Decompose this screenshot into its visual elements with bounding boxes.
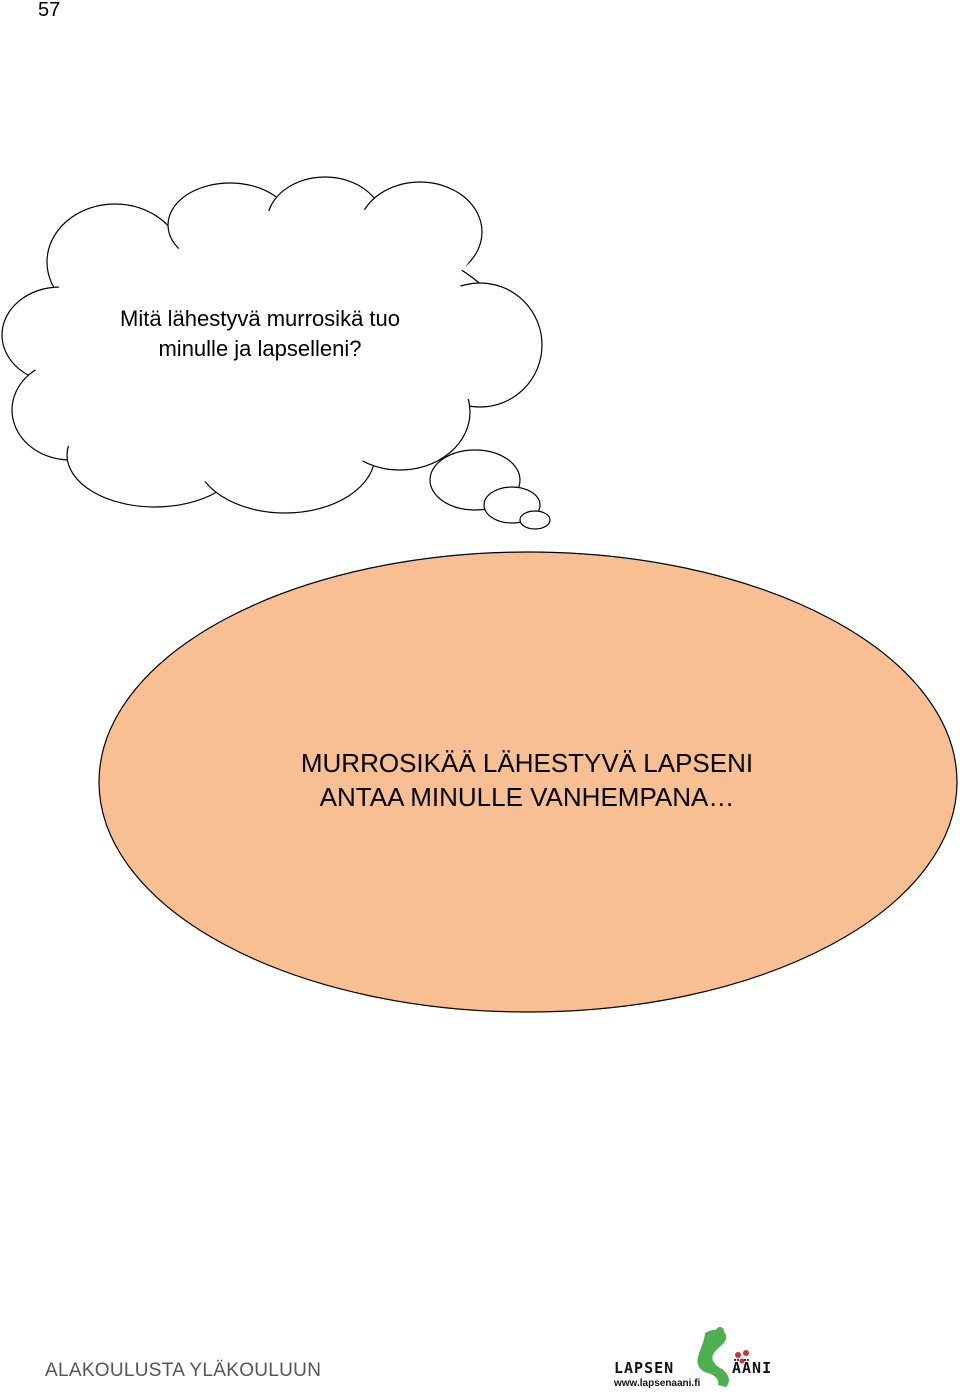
logo-url: www.lapsenaani.fi bbox=[614, 1378, 701, 1389]
logo-figure-icon bbox=[697, 1327, 749, 1387]
logo-word-2: ÄÄNI bbox=[732, 1359, 773, 1377]
footer-title: ALAKOULUSTA YLÄKOULUUN bbox=[45, 1360, 322, 1381]
cloud-question: Mitä lähestyvä murrosikä tuo minulle ja … bbox=[60, 304, 460, 364]
ellipse-prompt: MURROSIKÄÄ LÄHESTYVÄ LAPSENI ANTAA MINUL… bbox=[220, 746, 834, 814]
page-number: 57 bbox=[38, 0, 61, 21]
answer-ellipse bbox=[98, 551, 958, 1013]
thought-cloud bbox=[1, 176, 551, 530]
logo-word-1: LAPSEN bbox=[614, 1359, 675, 1377]
cloud-question-line-2: minulle ja lapselleni? bbox=[158, 336, 362, 361]
ellipse-prompt-line-1: MURROSIKÄÄ LÄHESTYVÄ LAPSENI bbox=[300, 748, 754, 778]
ellipse-prompt-line-2: ANTAA MINULLE VANHEMPANA… bbox=[319, 782, 735, 812]
cloud-question-line-1: Mitä lähestyvä murrosikä tuo bbox=[120, 306, 400, 331]
lapsen-aani-logo: LAPSEN ÄÄNI www.lapsenaani.fi bbox=[610, 1325, 780, 1395]
